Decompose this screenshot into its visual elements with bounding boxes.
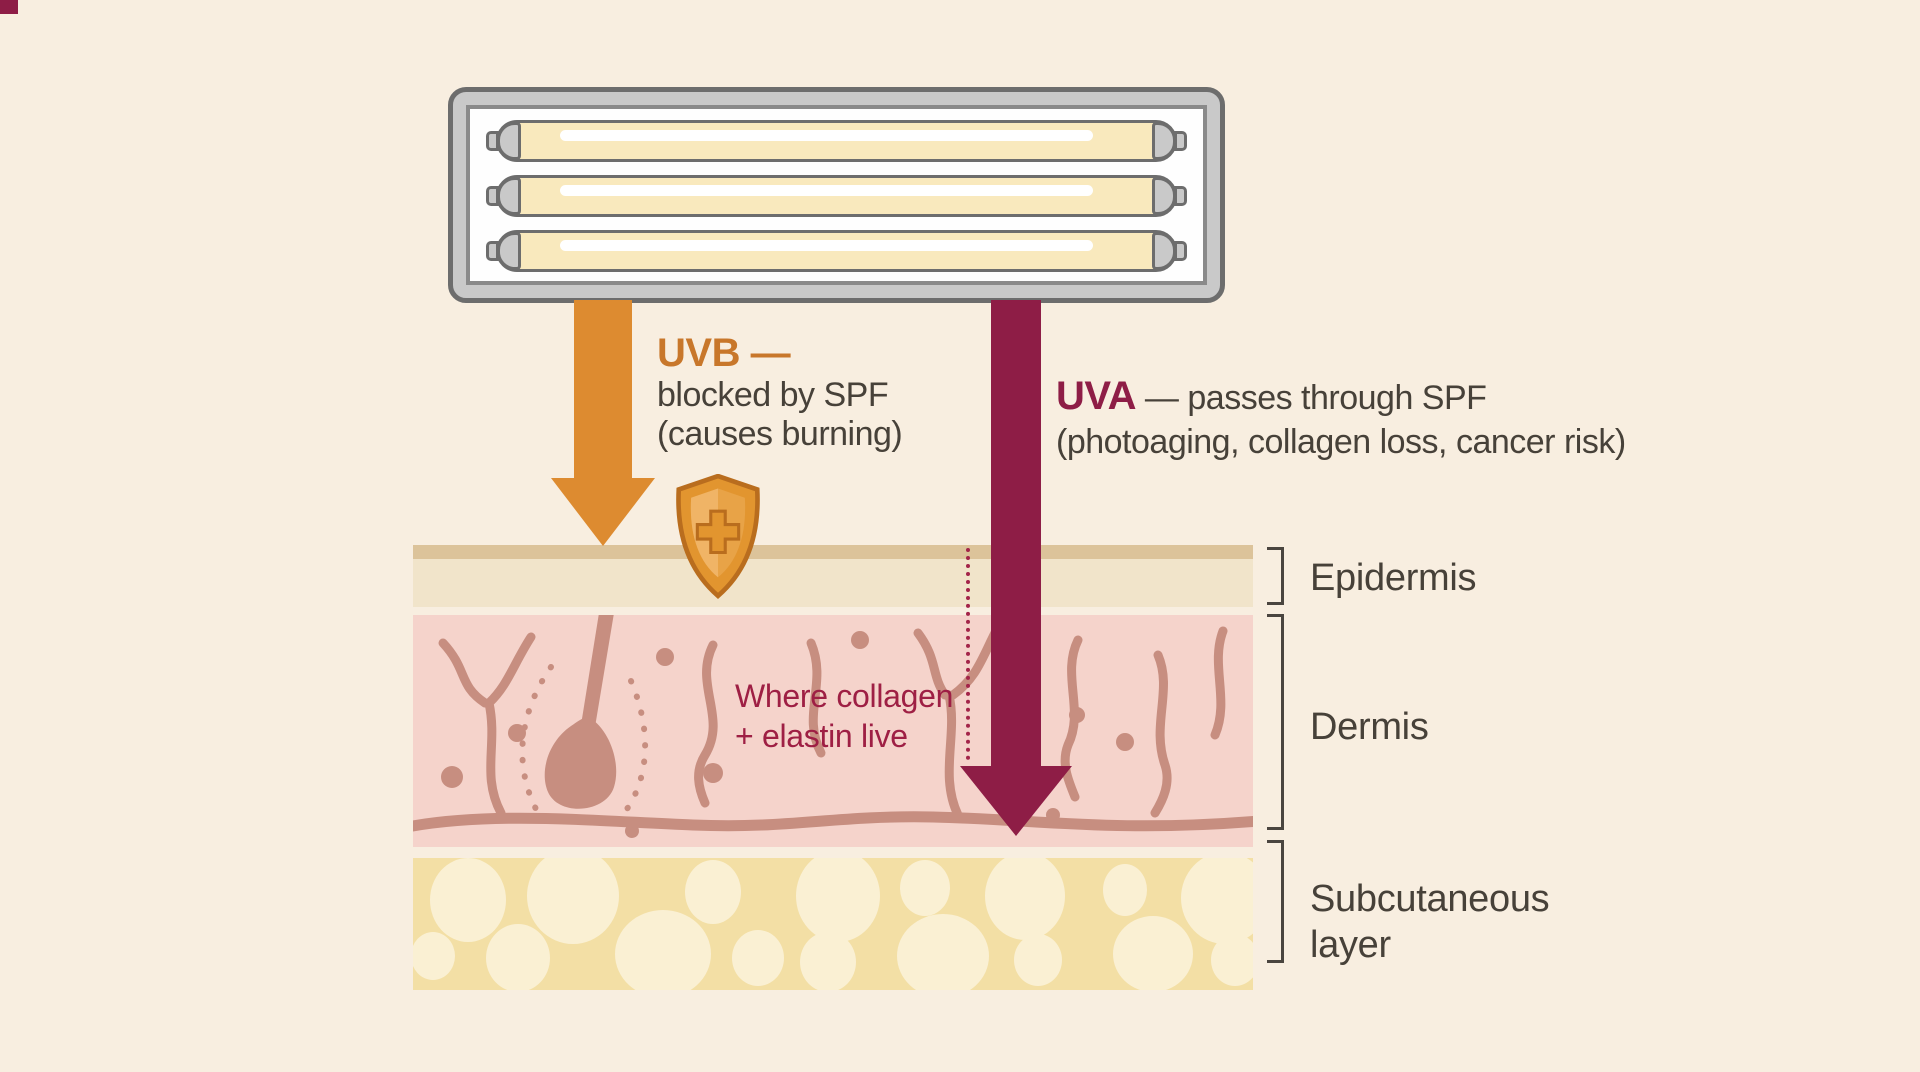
- uva-penetration-dotted-line: [966, 548, 970, 760]
- uva-annotation: UVA — passes through SPF (photoaging, co…: [1056, 372, 1626, 462]
- uvb-line1: blocked by SPF: [657, 376, 889, 414]
- tube-end-cap: [497, 232, 521, 270]
- tube-highlight: [559, 240, 1093, 251]
- subcutaneous-bracket: [1267, 840, 1284, 963]
- tube-end-cap: [1152, 232, 1176, 270]
- fat-cells-texture: [413, 858, 1253, 990]
- fluorescent-tube-icon: [486, 230, 1187, 272]
- fluorescent-tube-icon: [486, 120, 1187, 162]
- dermis-bracket: [1267, 614, 1284, 830]
- dermis-note: Where collagen + elastin live: [735, 676, 953, 756]
- uva-arrow-shaft: [991, 300, 1041, 768]
- tube-highlight: [559, 130, 1093, 141]
- tube-end-cap: [497, 177, 521, 215]
- dermis-texture: [413, 615, 1253, 838]
- dermis-note-line2: + elastin live: [735, 718, 908, 754]
- uvb-annotation: UVB — blocked by SPF (causes burning): [657, 330, 903, 454]
- uvb-label: UVB —: [657, 331, 791, 375]
- uv-lamp-fixture: [448, 87, 1225, 303]
- epidermis-bracket: [1267, 547, 1284, 605]
- uvb-arrow-shaft: [574, 300, 632, 480]
- uva-arrow-head-icon: [960, 766, 1072, 836]
- fluorescent-tube-icon: [486, 175, 1187, 217]
- spf-shield-icon: [676, 474, 760, 599]
- tube-end-cap: [1152, 122, 1176, 160]
- corner-mark: [0, 0, 18, 14]
- dermis-label: Dermis: [1310, 706, 1429, 748]
- lamp-panel: [466, 105, 1207, 285]
- uva-label: UVA: [1056, 374, 1136, 418]
- epidermis-layer: [413, 559, 1253, 607]
- tube-end-cap: [1152, 177, 1176, 215]
- dermis-layer: [413, 615, 1253, 847]
- tube-end-cap: [497, 122, 521, 160]
- uva-line1: UVA — passes through SPF: [1056, 372, 1626, 422]
- epidermis-label: Epidermis: [1310, 557, 1477, 599]
- epidermis-surface-strip: [413, 545, 1253, 559]
- subcutaneous-label: Subcutaneous layer: [1310, 878, 1550, 966]
- tube-highlight: [559, 185, 1093, 196]
- subcutaneous-layer: [413, 858, 1253, 990]
- dermis-note-line1: Where collagen: [735, 678, 954, 714]
- uva-detail: (photoaging, collagen loss, cancer risk): [1056, 423, 1626, 461]
- uva-rest: — passes through SPF: [1135, 379, 1487, 417]
- uvb-line2: (causes burning): [657, 415, 903, 453]
- uvb-arrow-head-icon: [551, 478, 655, 546]
